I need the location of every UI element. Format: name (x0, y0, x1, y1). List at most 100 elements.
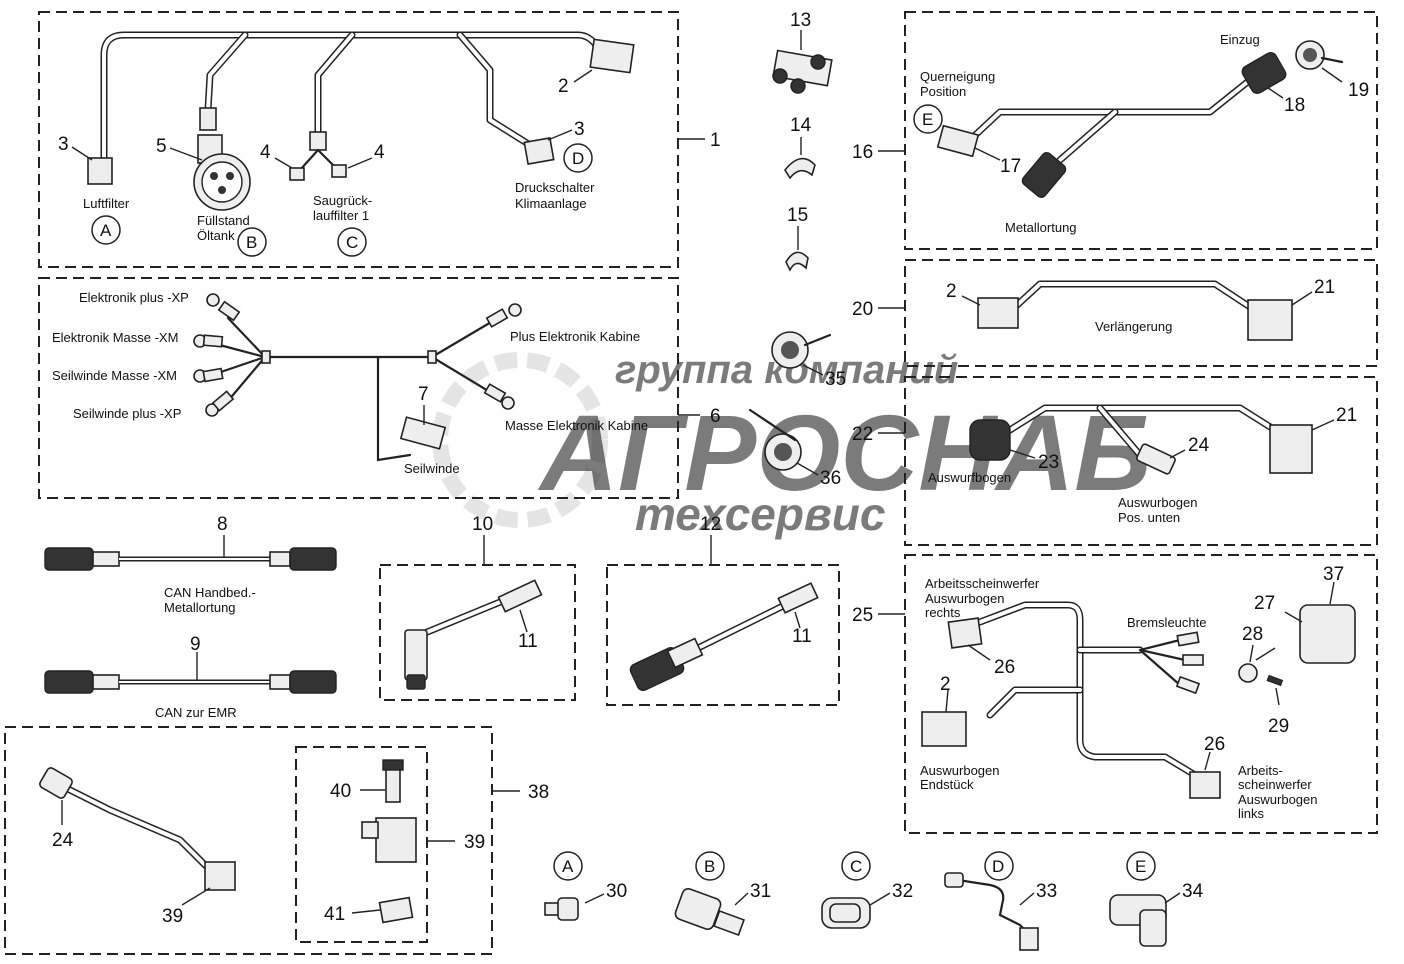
label-saug-2: lauffilter 1 (313, 208, 369, 223)
cable-9: 9 CAN zur EMR (44, 634, 337, 720)
label-asw-r-3: rechts (925, 605, 961, 620)
group-20-number: 20 (852, 299, 873, 320)
label-fuellstand-1: Füllstand (197, 213, 250, 228)
svg-text:26: 26 (1204, 734, 1225, 755)
sensor-34: E 34 (1109, 851, 1204, 947)
sensor-34-circle: E (1135, 857, 1146, 876)
cable-8-number: 8 (217, 514, 228, 535)
connector-24-g38 (39, 767, 73, 799)
sensor-32-circle: C (850, 857, 862, 876)
group-6-harness: 6 7 Elektronik plus -XP Elektronik Masse… (38, 277, 721, 499)
svg-text:33: 33 (1036, 881, 1057, 902)
watermark-gear-icon (432, 352, 608, 528)
group-16-box (904, 11, 1378, 250)
label-druck-1: Druckschalter (515, 180, 595, 195)
watermark: группа компаний АГРОСНАБ техсервис (432, 348, 1151, 540)
watermark-line-3: техсервис (635, 488, 885, 540)
connector-7 (399, 416, 447, 450)
connector-2 (589, 38, 635, 74)
label-elektronik-masse: Elektronik Masse -XM (52, 330, 178, 345)
group-10: 10 11 (379, 514, 576, 701)
sensor-33-circle: D (992, 857, 1004, 876)
svg-text:23: 23 (1038, 452, 1059, 473)
label-asw-l-3: Auswurbogen (1238, 792, 1318, 807)
svg-text:39: 39 (162, 906, 183, 927)
group-1-harness: 1 2 3 3 4 4 (38, 11, 721, 268)
sensor-32: C 32 (821, 851, 913, 929)
sensor-30-circle: A (562, 857, 574, 876)
circle-c: C (346, 233, 358, 252)
label-metallortung: Metallortung (1005, 220, 1077, 235)
circle-e-16: E (922, 110, 933, 129)
label-querneigung: Querneigung (920, 69, 995, 84)
svg-text:19: 19 (1348, 80, 1369, 101)
group-20-harness: 20 2 21 Verlängerung (852, 259, 1378, 367)
svg-text:17: 17 (1000, 156, 1021, 177)
label-fuellstand-2: Öltank (197, 228, 235, 243)
svg-text:40: 40 (330, 781, 351, 802)
label-seilwinde-plus: Seilwinde plus -XP (73, 406, 181, 421)
svg-text:21: 21 (1314, 277, 1335, 298)
svg-text:4: 4 (260, 142, 271, 163)
svg-text:29: 29 (1268, 716, 1289, 737)
svg-text:5: 5 (156, 136, 167, 157)
svg-text:28: 28 (1242, 624, 1263, 645)
group-25-number: 25 (852, 605, 873, 626)
watermark-line-2: АГРОСНАБ (537, 392, 1151, 513)
cable-8-label-2: Metallortung (164, 600, 236, 615)
label-luftfilter: Luftfilter (83, 196, 130, 211)
svg-text:14: 14 (790, 115, 812, 136)
label-einzug: Einzug (1220, 32, 1260, 47)
svg-text:7: 7 (418, 384, 429, 405)
connector-21-g20 (1247, 299, 1293, 341)
label-seilwinde-masse: Seilwinde Masse -XM (52, 368, 177, 383)
label-asw-l-1: Arbeits- (1238, 763, 1283, 778)
svg-text:11: 11 (792, 626, 812, 647)
connector-3-left (87, 157, 113, 185)
group-16-harness: 16 17 18 19 Einzug Querneigung Position … (852, 11, 1378, 250)
svg-text:27: 27 (1254, 593, 1275, 614)
sensor-31: B 31 (674, 851, 771, 936)
sensor-30: A 30 (544, 851, 627, 921)
label-auswurfbogen: Auswurfbogen (928, 470, 1011, 485)
parts-13-15: 13 14 15 (772, 10, 833, 272)
connector-3-right (523, 136, 555, 166)
circle-d: D (572, 149, 584, 168)
label-masse-kabine: Masse Elektronik Kabine (505, 418, 648, 433)
label-druck-2: Klimaanlage (515, 196, 587, 211)
svg-text:41: 41 (324, 904, 345, 925)
label-saug-1: Saugrück- (313, 193, 372, 208)
svg-text:32: 32 (892, 881, 913, 902)
connector-2-g25 (921, 711, 967, 747)
group-20-box (904, 259, 1378, 367)
clamp-14 (784, 157, 816, 180)
svg-text:36: 36 (820, 468, 841, 489)
svg-text:24: 24 (1188, 435, 1210, 456)
circle-b: B (246, 233, 257, 252)
svg-text:4: 4 (374, 142, 385, 163)
sensor-33: D 33 (944, 851, 1057, 951)
group-10-number: 10 (472, 514, 493, 535)
cable-9-label: CAN zur EMR (155, 705, 237, 720)
svg-text:13: 13 (790, 10, 811, 31)
svg-text:2: 2 (558, 76, 569, 97)
group-22-harness: 22 23 24 21 Auswurfbogen Auswurbogen Pos… (852, 376, 1378, 546)
cable-9-number: 9 (190, 634, 201, 655)
svg-text:18: 18 (1284, 95, 1305, 116)
label-bremsleuchte: Bremsleuchte (1127, 615, 1206, 630)
svg-text:31: 31 (750, 881, 771, 902)
group-10-box (379, 564, 576, 701)
group-16-number: 16 (852, 142, 873, 163)
svg-text:3: 3 (58, 134, 69, 155)
svg-text:2: 2 (946, 281, 957, 302)
group-22-number: 22 (852, 424, 873, 445)
label-pos-1: Auswurbogen (1118, 495, 1198, 510)
round-plug-23 (969, 419, 1011, 461)
group-1-number: 1 (710, 130, 721, 151)
svg-text:37: 37 (1323, 564, 1344, 585)
label-asw-l-4: links (1238, 806, 1265, 821)
group-25-box (904, 554, 1378, 834)
label-asw-l-2: scheinwerfer (1238, 777, 1312, 792)
label-plus-kabine: Plus Elektronik Kabine (510, 329, 640, 344)
